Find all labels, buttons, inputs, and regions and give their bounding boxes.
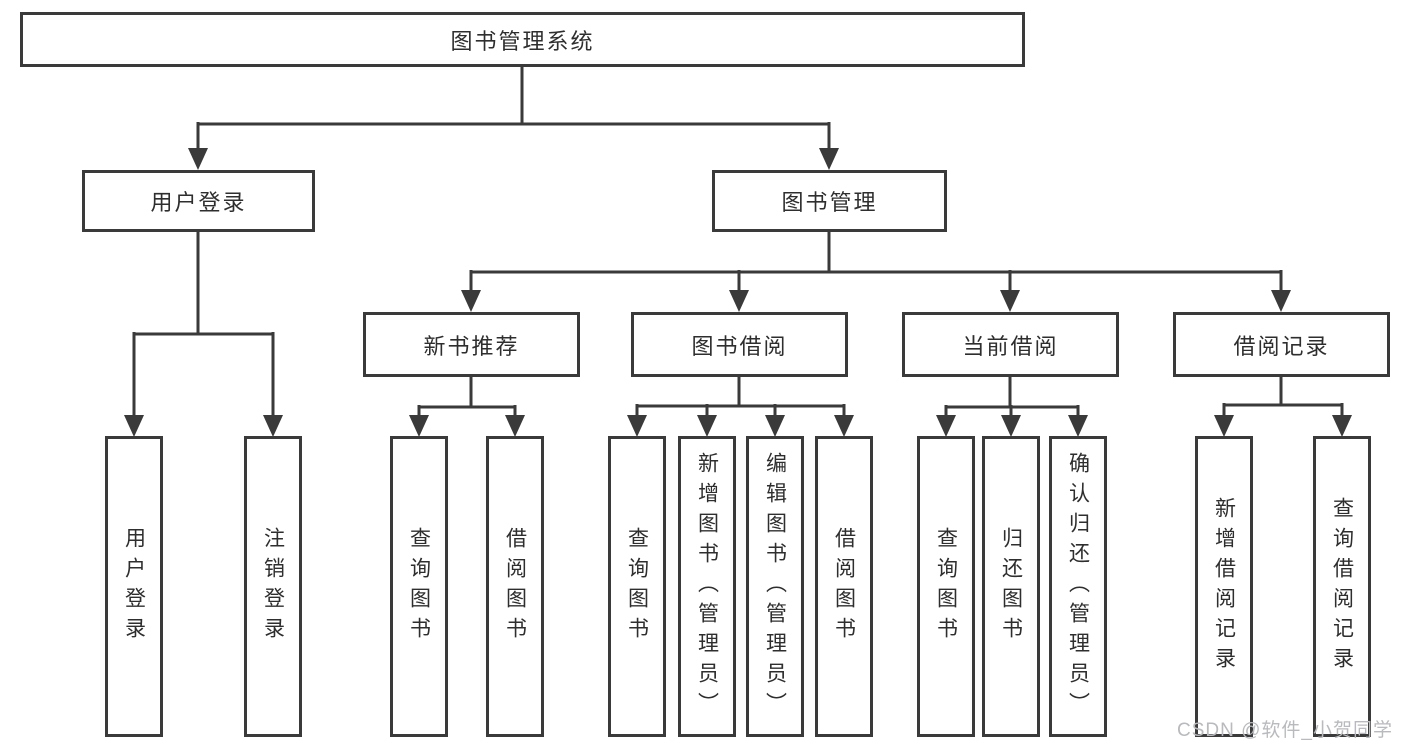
leaf-query-books-borrowing: 查询图书 xyxy=(608,436,666,737)
arrowheads xyxy=(124,148,1352,437)
csdn-watermark: CSDN @软件_小贺同学 xyxy=(1177,720,1393,741)
node-borrowing-records-label: 借阅记录 xyxy=(1233,333,1330,359)
node-book-borrowing-label: 图书借阅 xyxy=(691,333,788,359)
node-current-borrowing: 当前借阅 xyxy=(902,312,1119,377)
leaf-logout-label: 注销登录 xyxy=(261,526,285,647)
node-borrowing-records: 借阅记录 xyxy=(1173,312,1390,377)
leaf-query-books-borrowing-label: 查询图书 xyxy=(625,526,649,647)
node-book-management-label: 图书管理 xyxy=(781,190,878,215)
leaf-user-login: 用户登录 xyxy=(105,436,163,737)
node-library-management-system-label: 图书管理系统 xyxy=(450,28,595,54)
node-user-login: 用户登录 xyxy=(82,170,315,232)
leaf-query-borrow-record-label: 查询借阅记录 xyxy=(1330,496,1354,677)
node-current-borrowing-label: 当前借阅 xyxy=(962,333,1059,359)
node-book-management: 图书管理 xyxy=(712,170,947,232)
leaf-query-books-current-label: 查询图书 xyxy=(934,526,958,647)
leaf-add-borrow-record-label: 新增借阅记录 xyxy=(1212,496,1236,677)
leaf-user-login-label: 用户登录 xyxy=(122,526,146,647)
leaf-query-books-recommend-label: 查询图书 xyxy=(407,526,431,647)
node-new-book-recommendation: 新书推荐 xyxy=(363,312,580,377)
node-book-borrowing: 图书借阅 xyxy=(631,312,848,377)
node-new-book-recommendation-label: 新书推荐 xyxy=(423,333,520,359)
leaf-borrow-books-recommend: 借阅图书 xyxy=(486,436,544,737)
leaf-logout: 注销登录 xyxy=(244,436,302,737)
leaf-borrow-books-borrowing-label: 借阅图书 xyxy=(832,526,856,647)
leaf-borrow-books-recommend-label: 借阅图书 xyxy=(503,526,527,647)
leaf-return-books: 归还图书 xyxy=(982,436,1040,737)
leaf-query-books-current: 查询图书 xyxy=(917,436,975,737)
leaf-borrow-books-borrowing: 借阅图书 xyxy=(815,436,873,737)
node-library-management-system: 图书管理系统 xyxy=(20,12,1025,67)
leaf-add-borrow-record: 新增借阅记录 xyxy=(1195,436,1253,737)
node-user-login-label: 用户登录 xyxy=(150,190,247,215)
leaf-add-books-admin: 新增图书（管理员） xyxy=(678,436,736,737)
leaf-confirm-return-admin-label: 确认归还（管理员） xyxy=(1066,451,1090,722)
leaf-query-borrow-record: 查询借阅记录 xyxy=(1313,436,1371,737)
leaf-edit-books-admin: 编辑图书（管理员） xyxy=(746,436,804,737)
leaf-query-books-recommend: 查询图书 xyxy=(390,436,448,737)
leaf-add-books-admin-label: 新增图书（管理员） xyxy=(695,451,719,722)
leaf-return-books-label: 归还图书 xyxy=(999,526,1023,647)
leaf-edit-books-admin-label: 编辑图书（管理员） xyxy=(763,451,787,722)
leaf-confirm-return-admin: 确认归还（管理员） xyxy=(1049,436,1107,737)
